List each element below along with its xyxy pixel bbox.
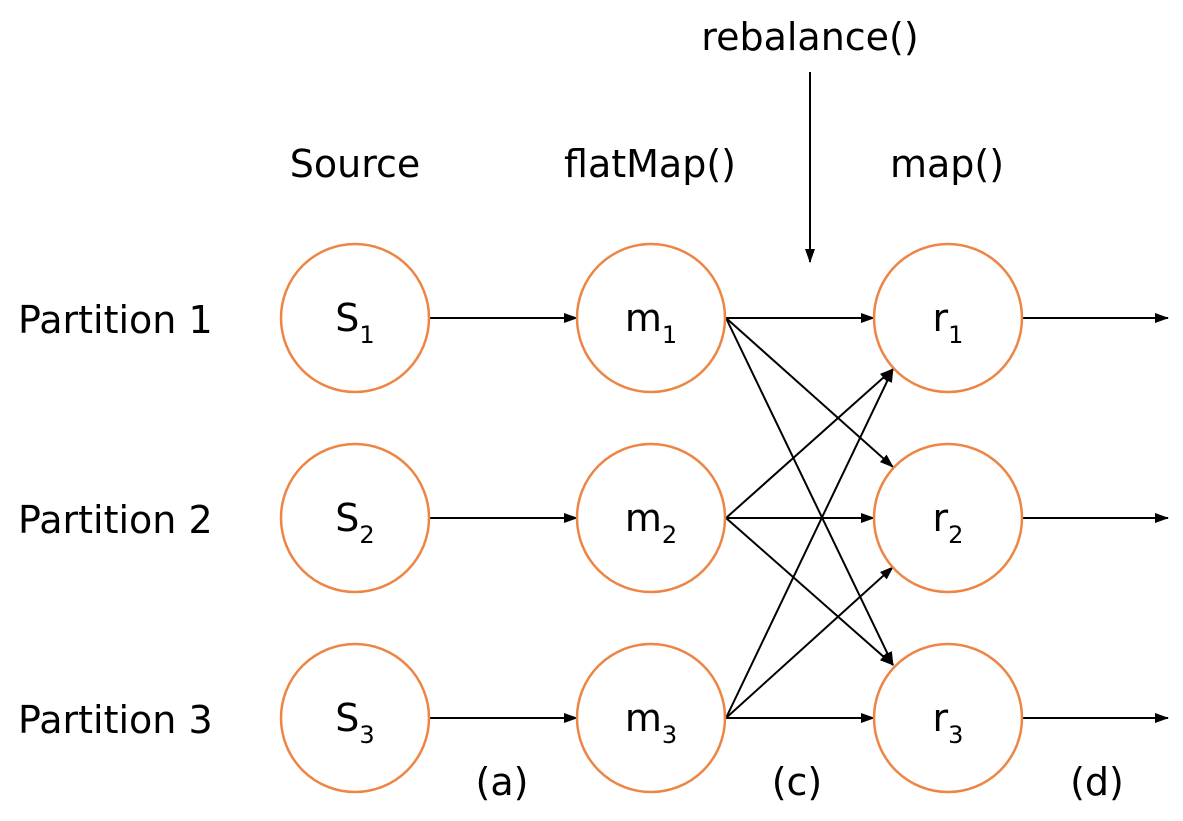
- flatmap-column-label: flatMap(): [564, 142, 736, 186]
- node-circle: [279, 242, 431, 394]
- node-label: m2: [625, 496, 677, 549]
- node-circle: [575, 442, 727, 594]
- edge-m2-r1: [725, 368, 894, 519]
- stage-label-d: (d): [1070, 760, 1124, 804]
- node-label: r2: [933, 496, 964, 549]
- node-circle: [575, 242, 727, 394]
- node-circle: [575, 642, 727, 794]
- stage-label-c: (c): [772, 760, 823, 804]
- partition-label-1: Partition 1: [18, 298, 213, 342]
- source-column-label: Source: [290, 142, 421, 186]
- node-circle: [279, 442, 431, 594]
- edge-m1-r3: [725, 317, 894, 666]
- node-circle: [279, 642, 431, 794]
- edge-m1-r2: [725, 317, 894, 468]
- node-label: r1: [933, 296, 964, 349]
- edge-m2-r3: [725, 517, 894, 666]
- node-label: S3: [335, 696, 374, 749]
- source-node-3: S3: [279, 642, 431, 794]
- map-node-2: r2: [872, 442, 1024, 594]
- map-node-3: r3: [872, 642, 1024, 794]
- node-label: S1: [335, 296, 374, 349]
- node-label: m3: [625, 696, 677, 749]
- map-column-label: map(): [890, 142, 1004, 186]
- node-label: m1: [625, 296, 677, 349]
- node-label: S2: [335, 496, 374, 549]
- edge-m3-r1: [725, 368, 894, 719]
- node-circle: [872, 242, 1024, 394]
- node-label: r3: [933, 696, 964, 749]
- flatmap-node-1: m1: [575, 242, 727, 394]
- flatmap-node-2: m2: [575, 442, 727, 594]
- partition-label-2: Partition 2: [18, 498, 213, 542]
- partition-label-3: Partition 3: [18, 698, 213, 742]
- source-node-1: S1: [279, 242, 431, 394]
- node-circle: [872, 442, 1024, 594]
- node-circle: [872, 642, 1024, 794]
- source-node-2: S2: [279, 442, 431, 594]
- map-node-1: r1: [872, 242, 1024, 394]
- stage-label-a: (a): [476, 760, 529, 804]
- rebalance-label: rebalance(): [701, 15, 918, 59]
- flatmap-node-3: m3: [575, 642, 727, 794]
- edge-m3-r2: [725, 566, 894, 719]
